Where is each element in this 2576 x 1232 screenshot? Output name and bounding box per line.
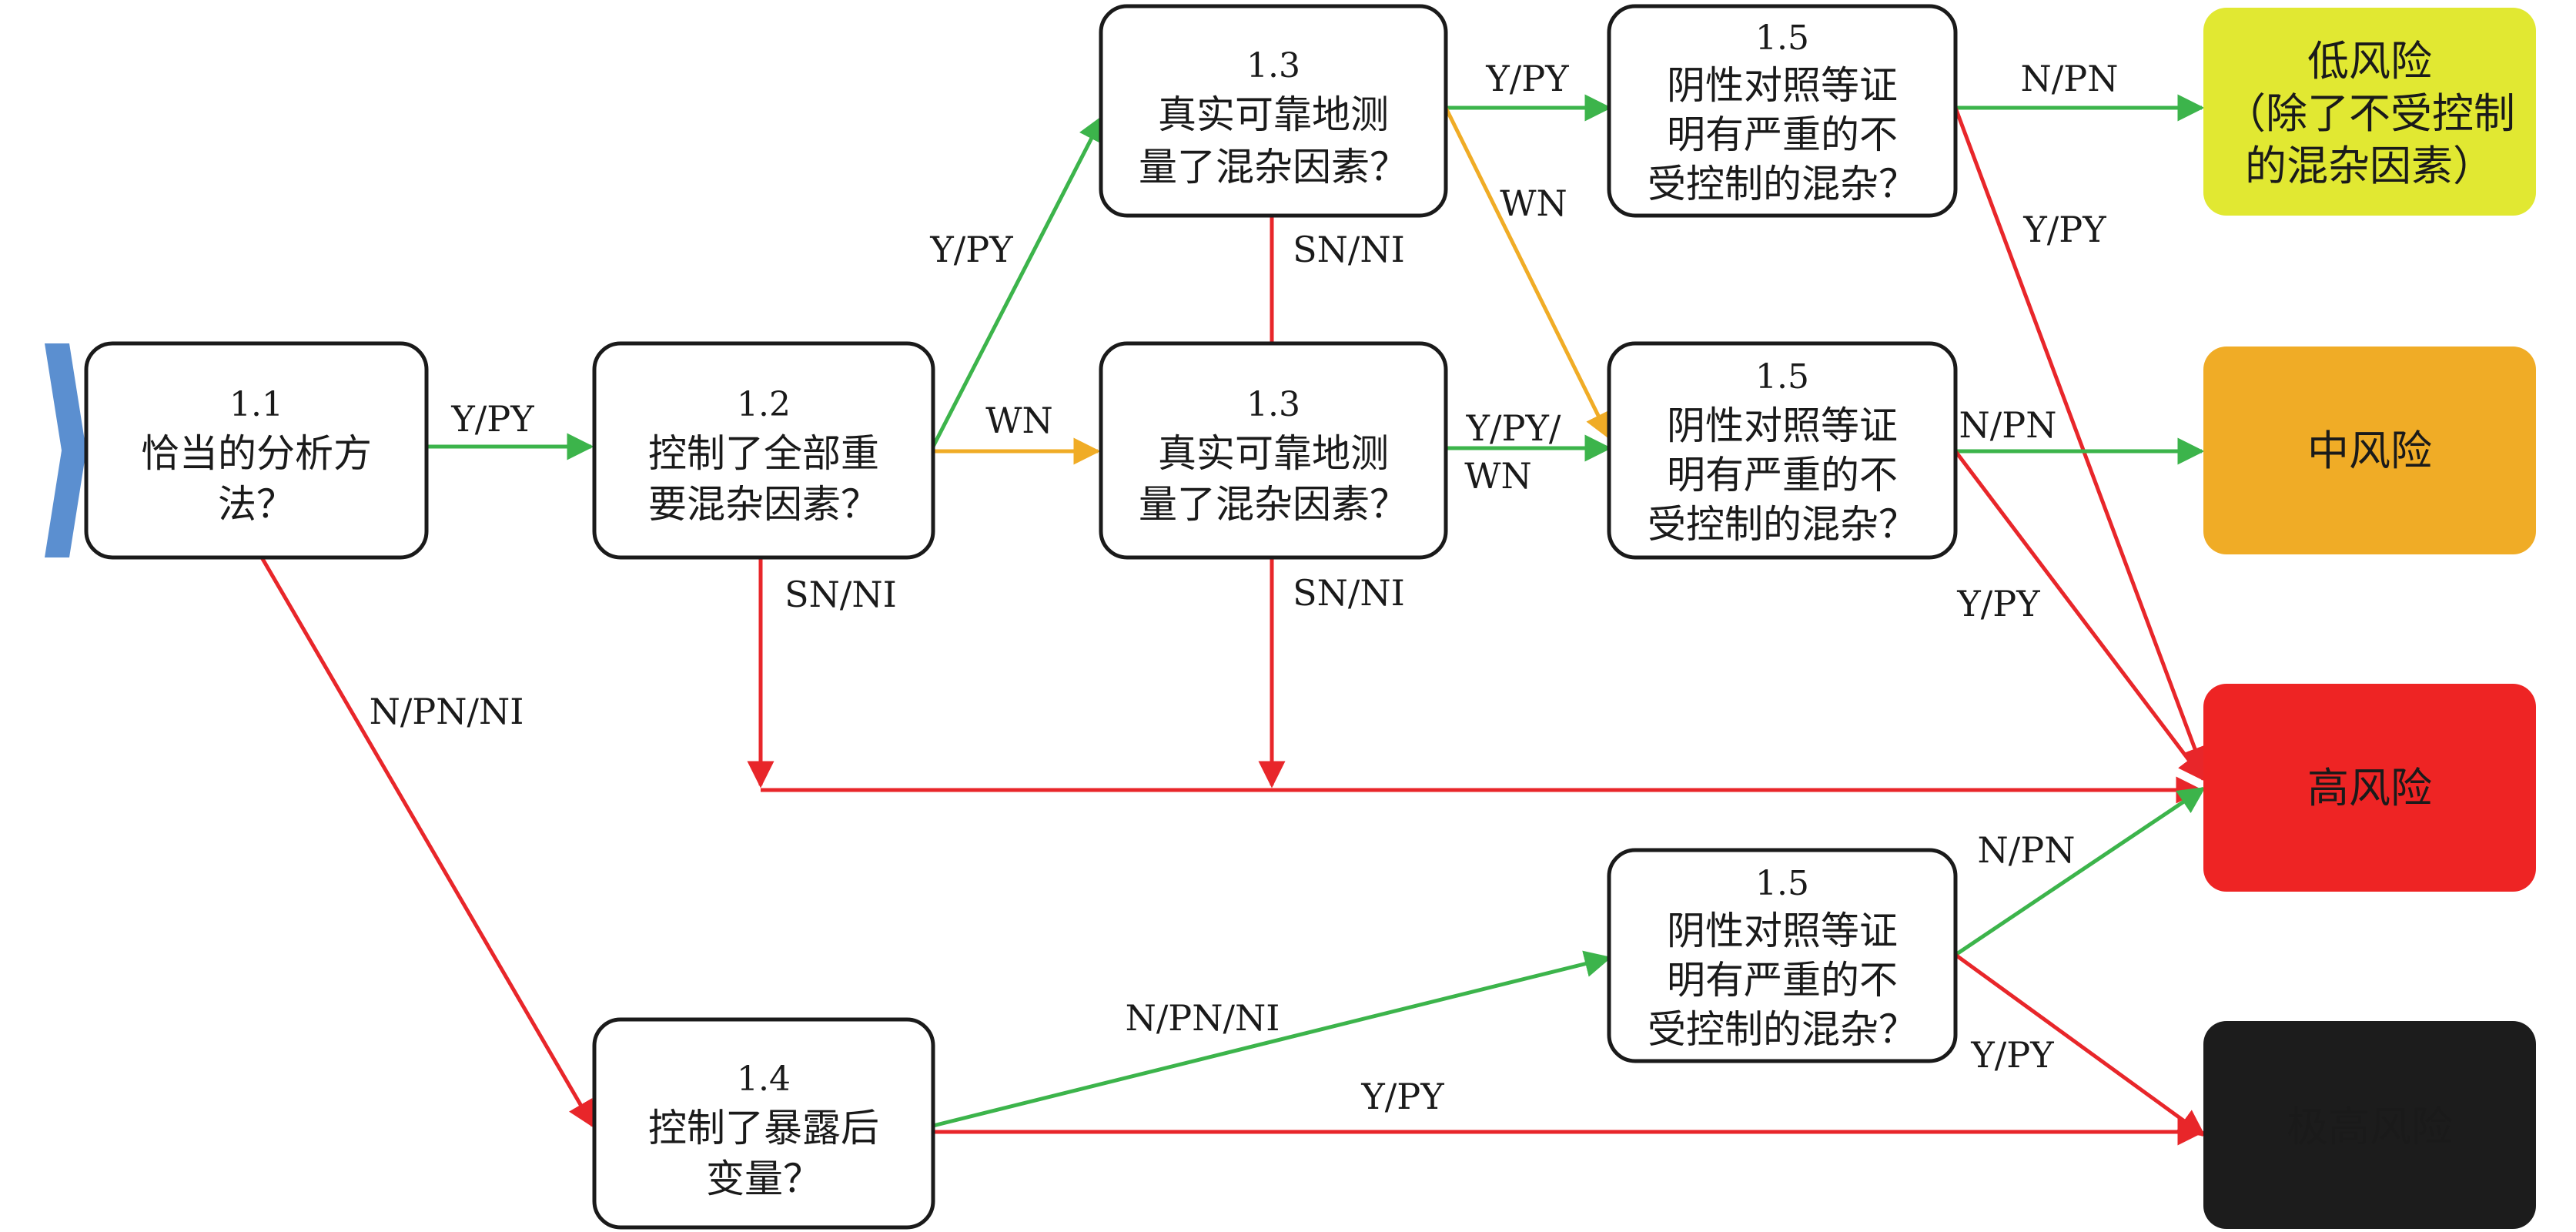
node-number: 1.5 <box>1755 18 1809 58</box>
risk-low-line: 低风险 <box>2307 37 2432 85</box>
node-number: 1.2 <box>737 385 791 424</box>
risk-moderate: 中风险 <box>2203 346 2536 554</box>
label-1-3-middle-to-1-5-middle-line1: Y/PY/ <box>1466 407 1561 449</box>
node-question-line: 真实可靠地测 <box>1158 431 1389 476</box>
start-chevron-marker <box>45 343 86 557</box>
node-1-5-middle: 1.5 阴性对照等证 明有严重的不 受控制的混杂？ <box>1607 341 1958 560</box>
edge-1-1-to-1-4 <box>259 556 595 1129</box>
node-question-line: 要混杂因素？ <box>648 482 879 527</box>
label-1-5-bottom-to-high-risk: N/PN <box>1978 829 2076 871</box>
label-1-3-middle-down: SN/NI <box>1293 572 1405 614</box>
node-1-5-bottom: 1.5 阴性对照等证 明有严重的不 受控制的混杂？ <box>1607 848 1958 1063</box>
label-1-5-bottom-to-critical-risk: Y/PY <box>1970 1034 2054 1076</box>
node-question-line: 真实可靠地测 <box>1158 92 1389 137</box>
label-1-4-to-critical-risk: Y/PY <box>1360 1076 1444 1117</box>
edge-1-5-bottom-to-critical-risk <box>1954 952 2206 1137</box>
risk-low-line: 的混杂因素） <box>2245 142 2494 190</box>
node-number: 1.1 <box>229 385 283 424</box>
node-1-3-top: 1.3 真实可靠地测 量了混杂因素？ <box>1099 4 1448 218</box>
node-number: 1.4 <box>737 1060 791 1099</box>
node-question-line: 法？ <box>218 482 295 527</box>
label-1-3-top-down: SN/NI <box>1293 229 1405 270</box>
node-question-line: 明有严重的不 <box>1667 958 1898 1003</box>
label-1-2-to-1-3-middle: WN <box>985 400 1053 441</box>
label-1-5-top-to-high-risk: Y/PY <box>2022 209 2106 250</box>
risk-high-label: 高风险 <box>2307 764 2432 812</box>
node-question-line: 阴性对照等证 <box>1667 909 1898 953</box>
edge-1-3-top-to-1-5-middle <box>1444 106 1611 440</box>
label-1-3-middle-to-1-5-middle-line2: WN <box>1464 455 1532 497</box>
edge-1-5-bottom-to-high-risk <box>1954 786 2206 957</box>
node-question-line: 阴性对照等证 <box>1667 403 1898 448</box>
node-question-line: 受控制的混杂？ <box>1648 162 1917 206</box>
node-number: 1.5 <box>1755 357 1809 397</box>
node-1-5-top: 1.5 阴性对照等证 明有严重的不 受控制的混杂？ <box>1607 4 1958 218</box>
label-1-5-top-to-low-risk: N/PN <box>2021 58 2119 99</box>
risk-low-line: （除了不受控制 <box>2224 89 2515 138</box>
node-question-line: 控制了暴露后 <box>648 1106 879 1150</box>
node-1-1: 1.1 恰当的分析方 法？ <box>84 341 429 560</box>
risk-low: 低风险 （除了不受控制 的混杂因素） <box>2203 8 2536 216</box>
node-question-line: 阴性对照等证 <box>1667 63 1898 108</box>
node-number: 1.3 <box>1246 385 1300 424</box>
label-1-3-top-to-1-5-top: Y/PY <box>1485 58 1569 99</box>
node-question-line: 变量？ <box>706 1157 821 1201</box>
risk-critical: 极高风险 <box>2203 1021 2536 1229</box>
node-question-line: 受控制的混杂？ <box>1648 502 1917 547</box>
edge-1-4-to-1-5-bottom <box>932 950 1612 1128</box>
label-1-2-down: SN/NI <box>785 574 897 615</box>
label-1-5-middle-to-moderate-risk: N/PN <box>1959 404 2057 446</box>
node-1-2: 1.2 控制了全部重 要混杂因素？ <box>592 341 935 560</box>
node-1-4: 1.4 控制了暴露后 变量？ <box>592 1017 935 1230</box>
label-1-1-to-1-4: N/PN/NI <box>370 691 524 732</box>
node-question-line: 恰当的分析方 <box>141 431 372 476</box>
node-question-line: 量了混杂因素？ <box>1139 145 1408 189</box>
node-question-line: 量了混杂因素？ <box>1139 482 1408 527</box>
node-question-line: 明有严重的不 <box>1667 453 1898 497</box>
label-1-5-middle-to-high-risk: Y/PY <box>1956 583 2040 624</box>
node-1-3-middle: 1.3 真实可靠地测 量了混杂因素？ <box>1099 341 1448 560</box>
node-question-line: 控制了全部重 <box>648 431 879 476</box>
node-number: 1.3 <box>1246 46 1300 85</box>
label-1-4-to-1-5-bottom: N/PN/NI <box>1126 997 1280 1039</box>
edge-1-5-top-to-high-risk <box>1953 107 2208 775</box>
edge-1-2-to-1-3-top <box>931 114 1105 448</box>
node-number: 1.5 <box>1755 864 1809 903</box>
node-question-line: 明有严重的不 <box>1667 112 1898 157</box>
node-question-line: 受控制的混杂？ <box>1648 1007 1917 1052</box>
label-1-2-to-1-3-top: Y/PY <box>929 229 1013 270</box>
risk-high: 高风险 <box>2203 684 2536 892</box>
risk-critical-label: 极高风险 <box>2287 1103 2453 1151</box>
label-1-3-top-to-1-5-middle: WN <box>1500 182 1567 224</box>
label-1-1-to-1-2: Y/PY <box>450 398 534 440</box>
edge-1-5-middle-to-high-risk <box>1954 450 2206 782</box>
risk-moderate-label: 中风险 <box>2307 427 2432 475</box>
